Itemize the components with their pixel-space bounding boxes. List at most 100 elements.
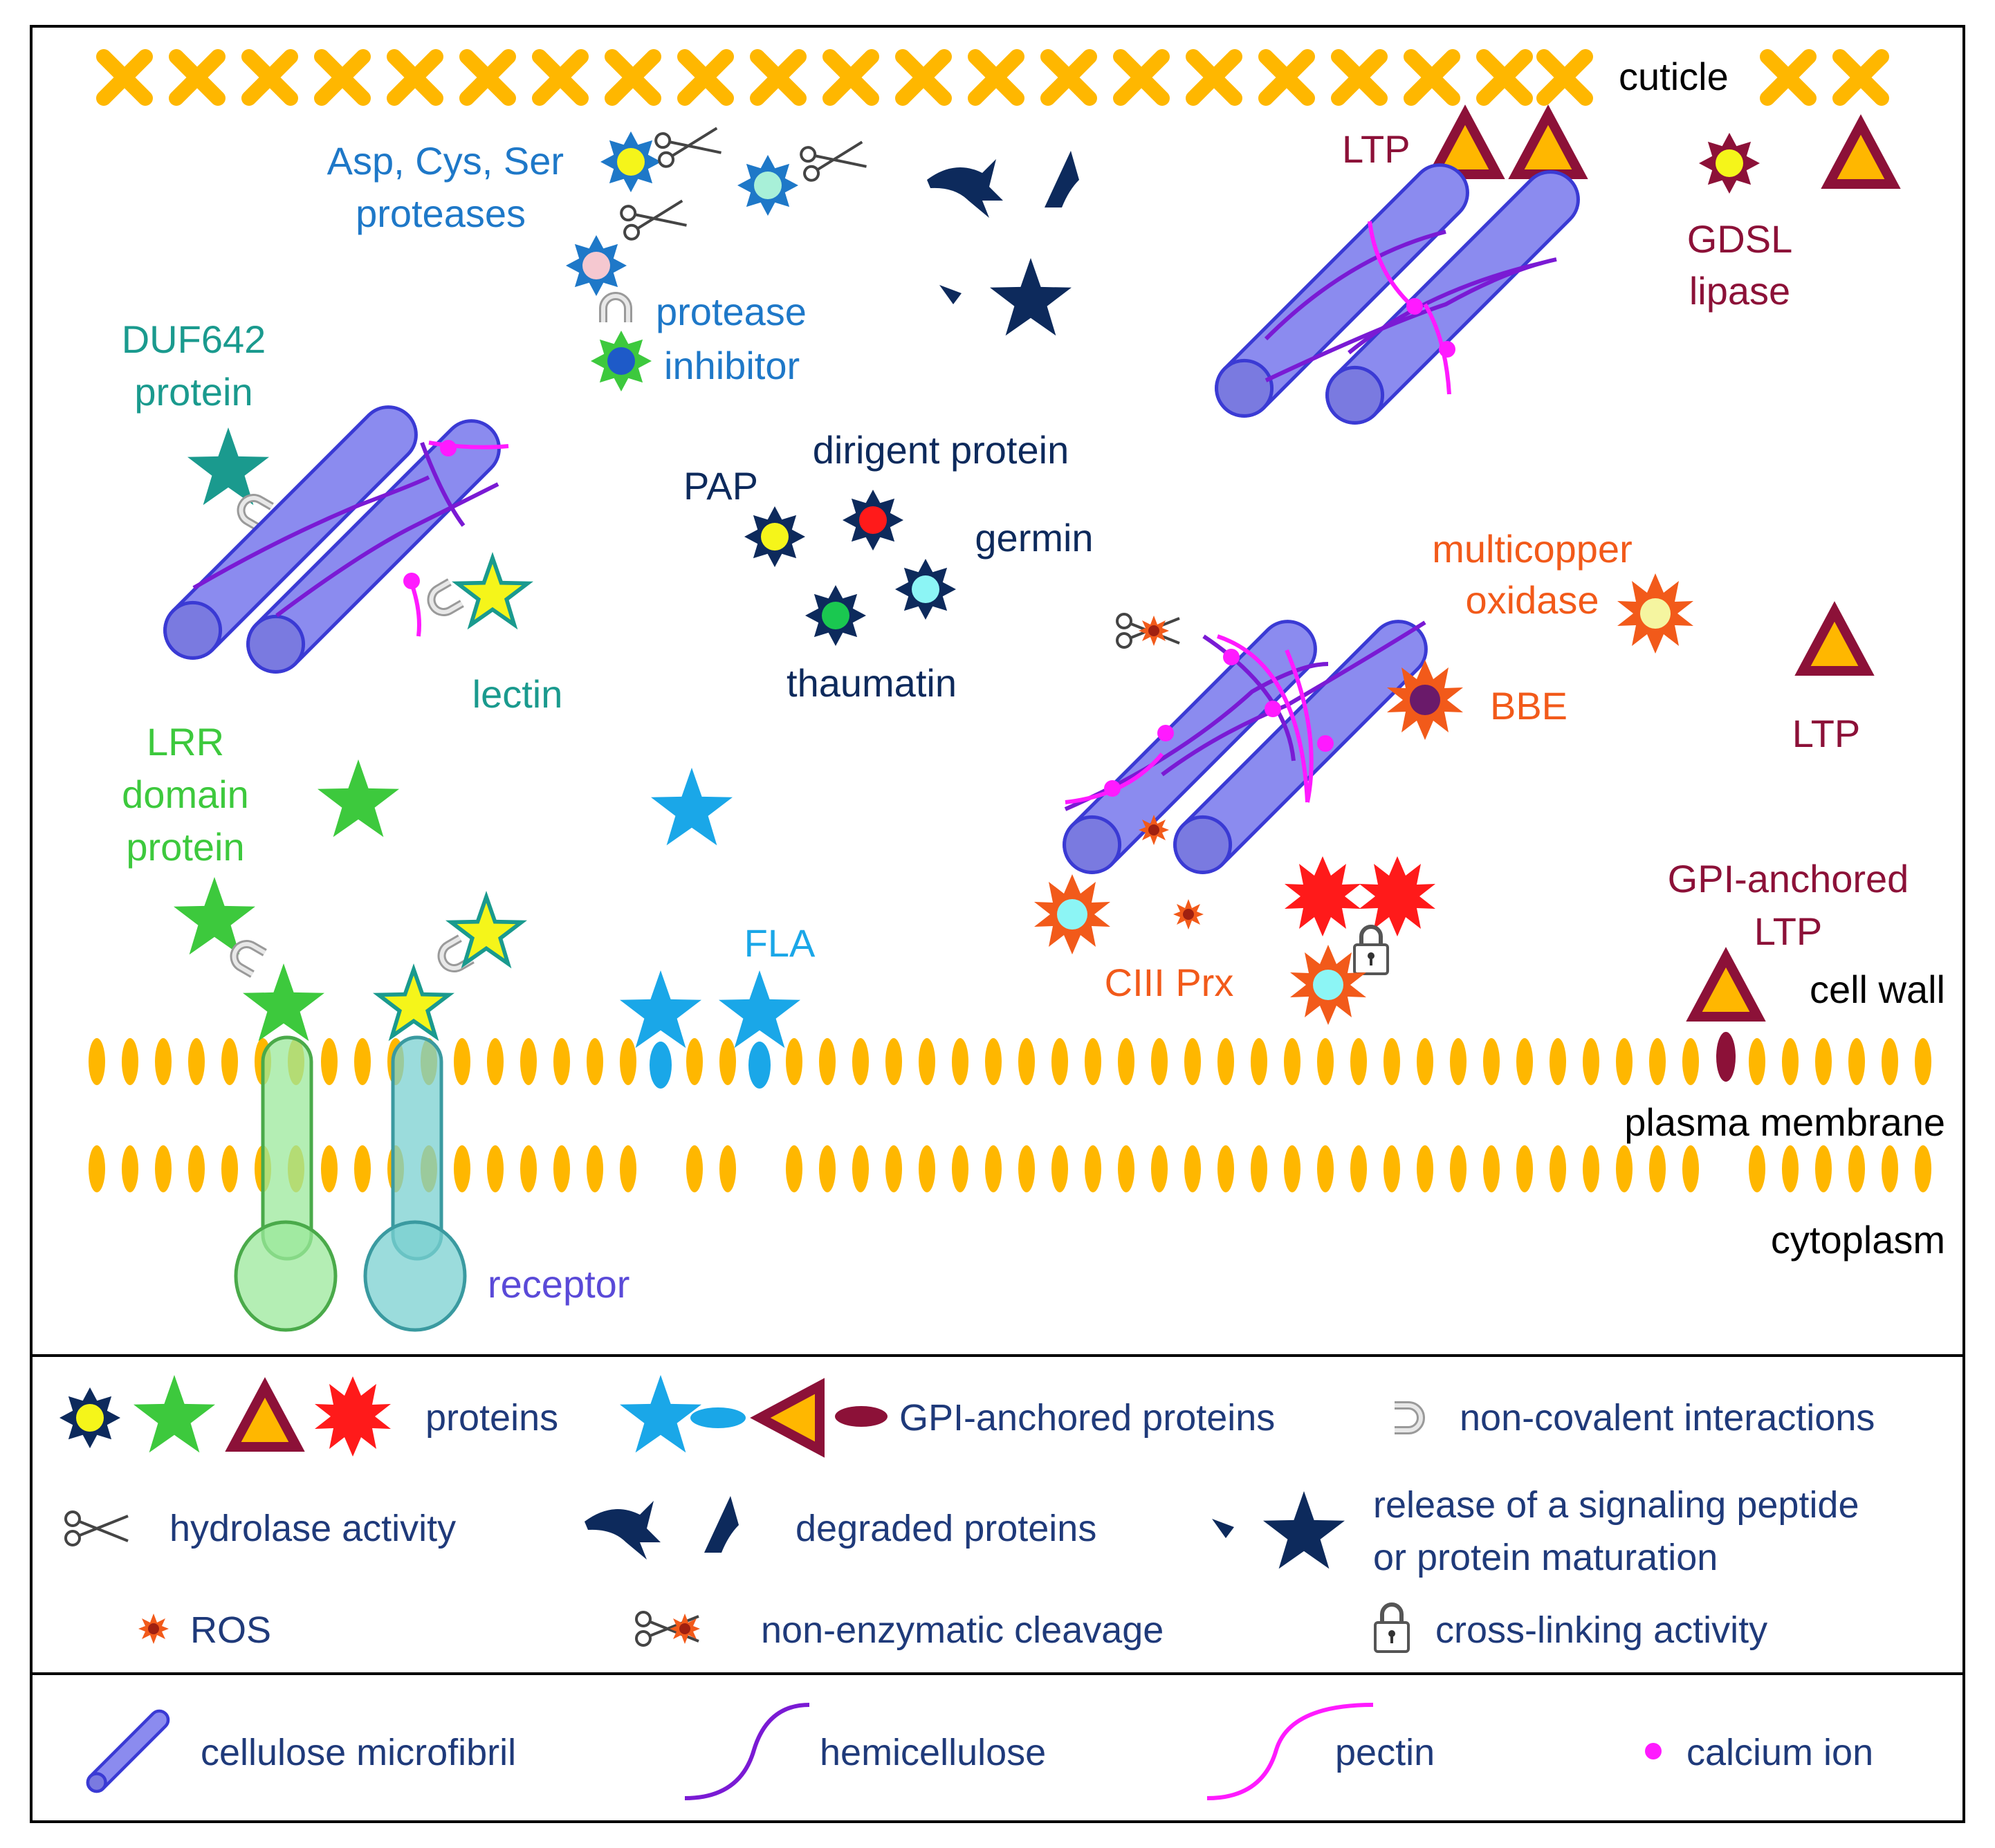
thaumatin-label: thaumatin — [787, 661, 957, 705]
scissors-icon — [653, 122, 724, 169]
receptor-lrr-star — [243, 963, 324, 1042]
pap-protein — [744, 506, 805, 567]
ros-icon — [1139, 616, 1169, 646]
ltp-right-label: LTP — [1792, 712, 1861, 755]
legend-cross-linking: cross-linking activity — [1435, 1609, 1767, 1651]
gdsl-label-2: lipase — [1689, 269, 1790, 313]
fibril-cluster-top — [1205, 154, 1590, 434]
fla-label: FLA — [744, 921, 816, 965]
ciii-prx-2 — [1290, 945, 1366, 1025]
fibril-cluster-right — [1053, 610, 1437, 884]
cytoplasm-label: cytoplasm — [1771, 1218, 1945, 1262]
legend-cellulose-icon — [86, 1709, 170, 1793]
proteases-label-2: proteases — [356, 192, 526, 235]
bbe-protein — [1387, 660, 1463, 740]
protease-inhibitor-label-1: protease — [656, 290, 807, 333]
lrr-label-3: protein — [126, 825, 244, 869]
germin-label: germin — [975, 516, 1093, 560]
legend-ros-icon — [138, 1614, 169, 1644]
protease-1 — [600, 131, 661, 192]
dirigent-protein — [843, 490, 903, 551]
protease-2 — [737, 155, 798, 216]
lrr-star-free — [318, 759, 399, 838]
legend-pectin-icon — [1206, 1703, 1374, 1800]
signaling-fragment — [939, 285, 962, 304]
gdsl-lipase — [1699, 133, 1760, 194]
magnet-icon — [603, 296, 628, 322]
ltp-triangle-2 — [1516, 115, 1580, 174]
ciii-prx-1 — [1034, 874, 1110, 954]
thaumatin-protein — [805, 585, 866, 646]
lrr-label-1: LRR — [147, 720, 224, 764]
legend-pectin: pectin — [1335, 1732, 1435, 1773]
legend-calcium: calcium ion — [1686, 1732, 1873, 1773]
ciii-prx-red-2 — [1359, 856, 1435, 936]
ltp-top-label: LTP — [1342, 127, 1410, 171]
legend-hemicellulose: hemicellulose — [820, 1732, 1046, 1773]
lectin-star — [452, 552, 533, 630]
legend-proteins-icons — [59, 1375, 391, 1457]
fla-anchor-1 — [650, 1042, 672, 1089]
receptor-green — [234, 1035, 338, 1332]
receptor-teal — [363, 1035, 467, 1332]
legend-hemicellulose-icon — [684, 1703, 810, 1800]
legend-signaling-fragment-icon — [1212, 1519, 1234, 1538]
bbe-label: BBE — [1490, 684, 1568, 728]
fla-anchor-2 — [748, 1042, 771, 1089]
fla-star-1 — [620, 970, 701, 1048]
degraded-protein-2 — [1045, 151, 1079, 207]
legend-hydrolase: hydrolase activity — [169, 1508, 456, 1549]
cuticle-label: cuticle — [1619, 55, 1729, 98]
legend-degraded: degraded proteins — [796, 1508, 1096, 1549]
gdsl-label-1: GDSL — [1687, 217, 1793, 261]
legend-signaling-1: release of a signaling peptide — [1373, 1484, 1859, 1526]
ltp-triangle-right — [1803, 611, 1866, 671]
lock-icon — [1354, 927, 1388, 974]
gpi-ltp-anchor — [1716, 1032, 1736, 1082]
protease-3 — [566, 235, 627, 296]
scissors-icon — [618, 195, 689, 242]
legend-signaling-2: or protein maturation — [1373, 1537, 1718, 1578]
protease-inhibitor — [591, 331, 652, 391]
legend-degraded-icon-1 — [585, 1501, 661, 1560]
legend-lock-icon — [1375, 1605, 1408, 1652]
magnet-icon — [427, 582, 462, 616]
cuticle-layer — [104, 57, 1882, 98]
receptor-lectin-star — [373, 963, 454, 1042]
ciii-prx-red-1 — [1285, 856, 1361, 936]
lrr-label-2: domain — [122, 773, 249, 816]
ltp-triangle-3 — [1829, 124, 1893, 184]
duf642-label-1: DUF642 — [122, 317, 266, 361]
fla-star-2 — [719, 970, 800, 1048]
fla-star-free — [651, 768, 733, 846]
degraded-protein-1 — [927, 159, 1003, 218]
mature-protein-star — [990, 258, 1072, 336]
lectin-star-bound — [445, 891, 527, 969]
multicopper-label-1: multicopper — [1432, 527, 1632, 571]
legend-non-covalent: non-covalent interactions — [1460, 1397, 1875, 1439]
legend-gpi-icons — [620, 1375, 888, 1458]
gpi-ltp-label-1: GPI-anchored — [1668, 857, 1909, 900]
legend-proteins: proteins — [425, 1397, 558, 1439]
legend-mature-star-icon — [1263, 1491, 1345, 1569]
fibril-cluster-left — [154, 396, 511, 683]
pap-label: PAP — [683, 464, 758, 508]
ros-icon — [1173, 899, 1204, 930]
legend-non-enzymatic: non-enzymatic cleavage — [761, 1609, 1164, 1651]
dirigent-label: dirigent protein — [813, 428, 1069, 472]
legend-magnet-icon — [1395, 1405, 1421, 1430]
receptor-label: receptor — [488, 1262, 629, 1306]
lectin-label: lectin — [472, 672, 563, 716]
legend-scissors-icon — [64, 1510, 129, 1546]
multicopper-oxidase — [1617, 573, 1693, 654]
legend-gpi-proteins: GPI-anchored proteins — [899, 1397, 1275, 1439]
proteases-label-1: Asp, Cys, Ser — [327, 139, 564, 183]
legend-ros: ROS — [190, 1609, 271, 1651]
cell-wall-label: cell wall — [1810, 968, 1945, 1011]
legend2-panel-border — [30, 1672, 1965, 1823]
duf642-star — [187, 427, 269, 506]
scissors-icon — [798, 136, 869, 183]
plasma-membrane-label: plasma membrane — [1624, 1100, 1945, 1144]
gpi-ltp-triangle — [1694, 957, 1758, 1017]
legend-calcium-icon — [1645, 1743, 1662, 1759]
